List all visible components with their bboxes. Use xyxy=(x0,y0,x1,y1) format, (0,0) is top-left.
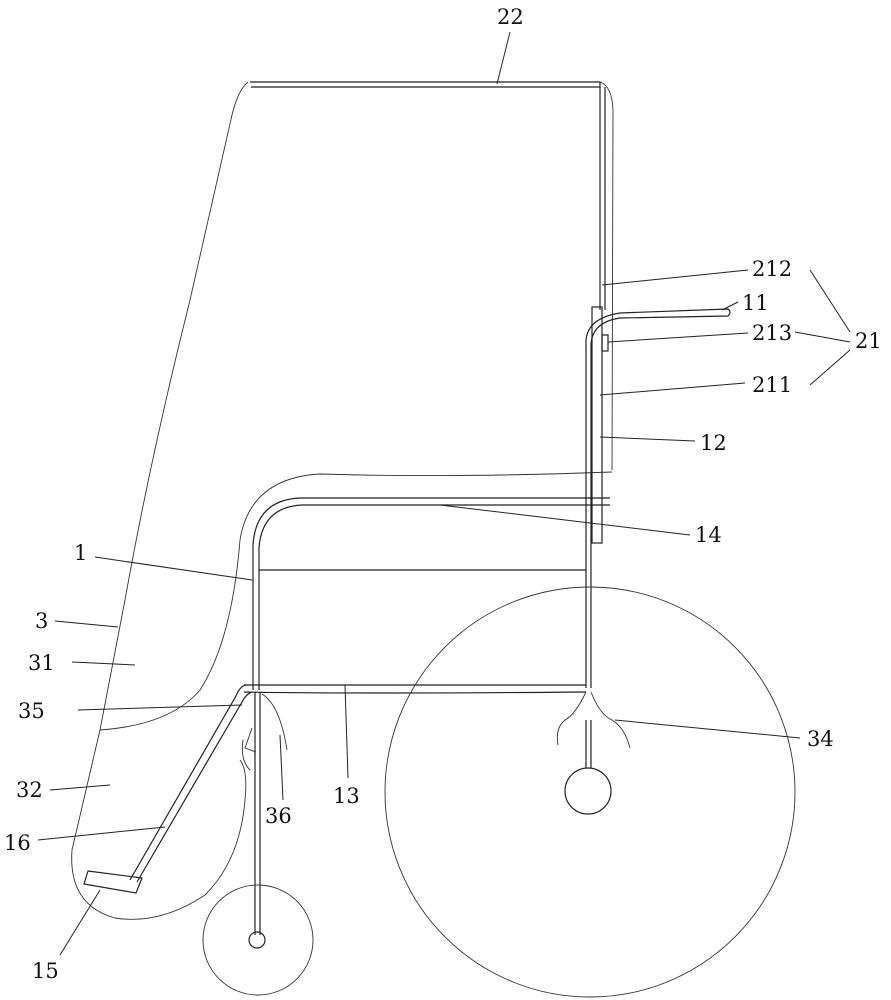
label-3: 3 xyxy=(35,609,48,633)
label-11: 11 xyxy=(742,291,769,315)
footrest-tube xyxy=(129,684,253,883)
push-handle xyxy=(585,308,731,346)
label-15: 15 xyxy=(32,959,59,983)
backrest xyxy=(250,81,601,88)
bracket xyxy=(241,693,288,771)
label-12: 12 xyxy=(700,431,727,455)
connector-213 xyxy=(601,334,609,352)
label-16: 16 xyxy=(4,831,31,855)
label-213: 213 xyxy=(752,321,792,345)
bottom-rail xyxy=(243,684,587,694)
label-32: 32 xyxy=(16,778,43,802)
cover-upper-right xyxy=(599,81,614,471)
cover-outline xyxy=(71,81,249,920)
label-34: 34 xyxy=(807,727,834,751)
label-13: 13 xyxy=(333,784,360,808)
label-35: 35 xyxy=(18,699,45,723)
rear-hub xyxy=(564,767,612,815)
side-strip xyxy=(591,306,603,544)
label-1: 1 xyxy=(74,541,87,565)
footplate xyxy=(83,870,143,894)
seat-cover-curve xyxy=(99,471,613,731)
rear-wheel xyxy=(384,586,796,998)
backrest-post xyxy=(599,87,606,310)
label-22: 22 xyxy=(497,5,524,29)
leader-lines xyxy=(37,31,851,956)
label-14: 14 xyxy=(695,523,722,547)
label-36: 36 xyxy=(265,804,292,828)
wheel-support xyxy=(556,691,631,749)
label-212: 212 xyxy=(752,257,792,281)
label-21: 21 xyxy=(855,329,882,353)
label-31: 31 xyxy=(28,651,55,675)
rear-post xyxy=(585,340,592,688)
armrest xyxy=(252,497,610,690)
caster-hub xyxy=(248,931,266,949)
caster-wheel xyxy=(202,884,314,996)
axle-strut xyxy=(585,720,592,768)
label-211: 211 xyxy=(752,373,792,397)
front-post xyxy=(254,692,261,935)
